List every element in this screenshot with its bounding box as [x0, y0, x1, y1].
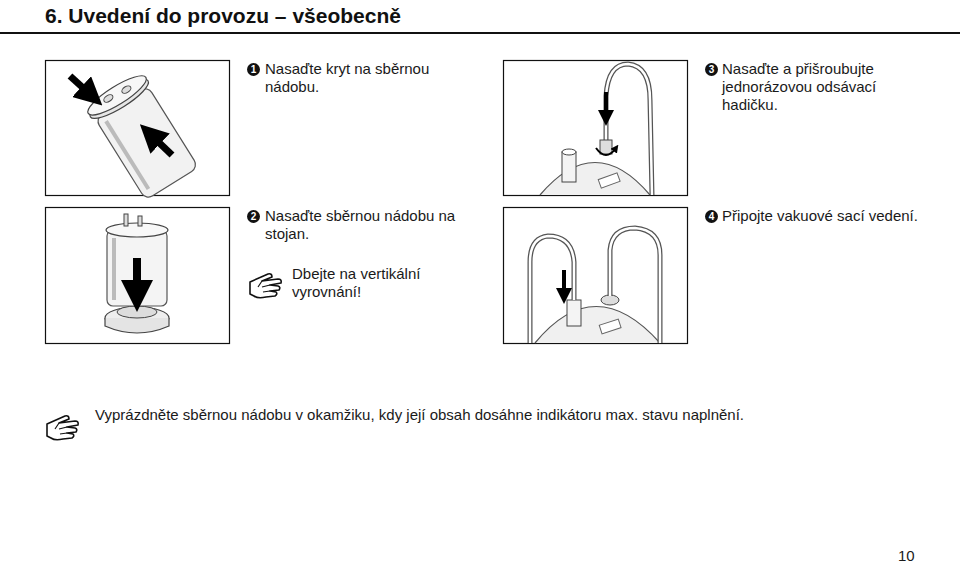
note-text: Dbejte na vertikální vyrovnání! — [292, 265, 462, 301]
callout-number-text: 1 — [251, 64, 257, 75]
callout-number: 4 — [705, 210, 718, 223]
step-text: Připojte vakuové sací vedení. — [722, 207, 952, 225]
callout-number: 2 — [247, 210, 260, 223]
figure-frames — [46, 61, 688, 344]
note-text: Vyprázdněte sběrnou nádobu v okamžiku, k… — [95, 406, 955, 424]
step-text: Nasaďte sběrnou nádobu na stojan. — [265, 207, 465, 243]
canister-lid-figure — [70, 70, 201, 202]
callout-number: 3 — [705, 63, 718, 76]
page-title: 6. Uvedení do provozu – všeobecně — [45, 4, 401, 28]
callout-number: 1 — [247, 63, 260, 76]
note-hand-icon — [47, 416, 78, 440]
step-text: Nasaďte a přišroubujte jednorázovou odsá… — [722, 60, 922, 114]
note-hand-icon — [250, 274, 281, 298]
tube-screw-figure — [540, 64, 652, 195]
page-number: 10 — [898, 547, 938, 564]
canister-stand-figure — [105, 214, 169, 333]
callout-number-text: 4 — [709, 211, 715, 222]
step-text: Nasaďte kryt na sběrnou nádobu. — [265, 60, 460, 96]
callout-number-text: 2 — [251, 211, 257, 222]
header-rule — [0, 32, 960, 34]
vacuum-line-figure — [530, 228, 660, 343]
callout-number-text: 3 — [709, 64, 715, 75]
